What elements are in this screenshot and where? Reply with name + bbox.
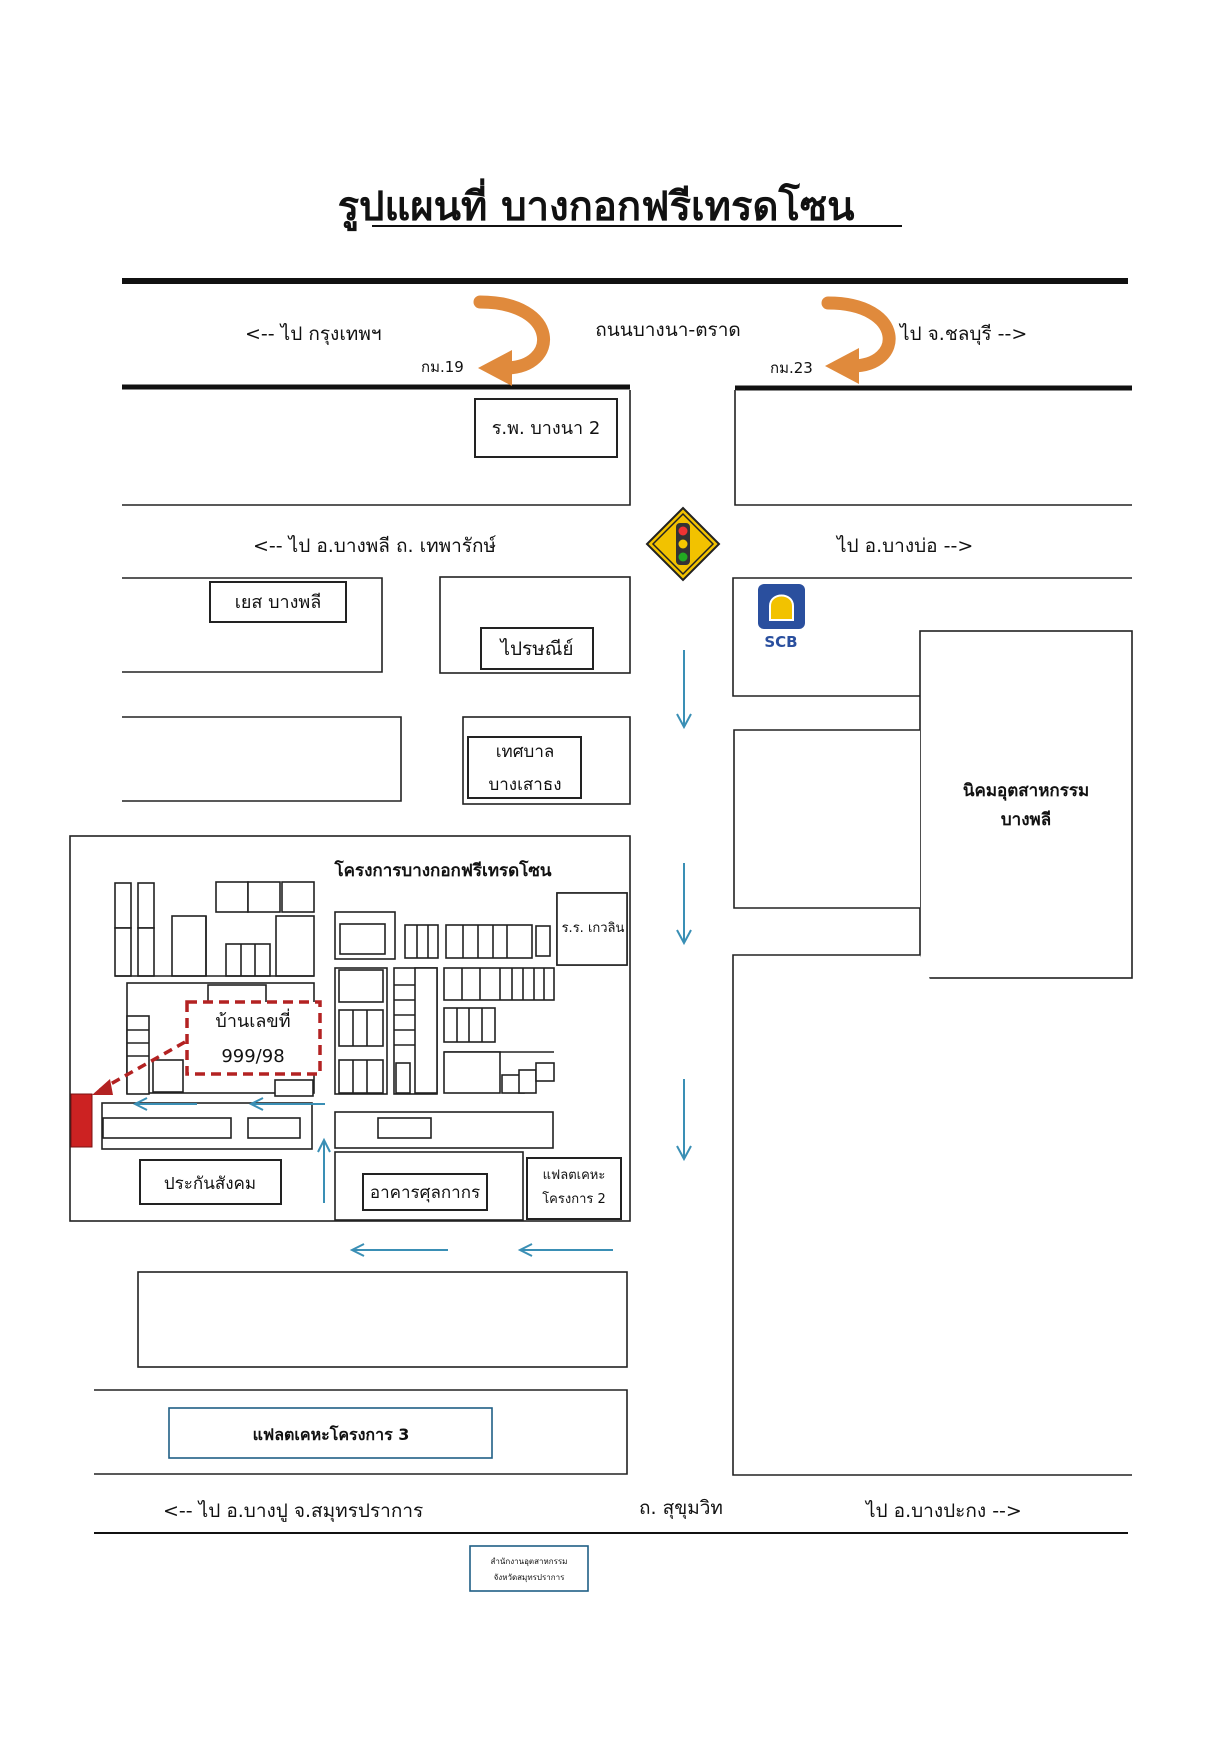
flow-arrow-icon (248, 1097, 325, 1111)
house-label: บ้านเลขที่ (215, 1008, 290, 1032)
direction-left-bangphli: <-- ไป อ.บางพลี ถ. เทพารักษ์ (253, 535, 496, 557)
industrial-estate-box (919, 630, 1133, 979)
block-south-1 (137, 1271, 628, 1368)
flow-arrow-icon (676, 1079, 692, 1162)
flow-arrow-icon (676, 863, 692, 946)
km-marker-23: กม.23 (770, 359, 813, 377)
block-ne (734, 390, 1132, 506)
block-west-2 (122, 716, 402, 802)
flat3-label: แฟลตเคหะโครงการ 3 (253, 1424, 410, 1444)
industrial-estate-label-line1: นิคมอุตสาหกรรม (963, 781, 1089, 801)
municipality-label-line1: เทศบาล (496, 742, 555, 762)
stamp-line1: สำนักงานอุตสาหกรรม (491, 1557, 568, 1566)
stamp-line2: จังหวัดสมุทรปราการ (494, 1573, 565, 1582)
flow-arrow-icon (676, 650, 692, 730)
direction-right-bangbo: ไป อ.บางบ่อ --> (835, 535, 973, 557)
industrial-estate-label-line2: บางพลี (1001, 809, 1051, 830)
block-east-3 (732, 954, 1132, 1476)
post-office-box (480, 627, 594, 670)
hospital-box (474, 398, 618, 458)
flow-arrow-icon (317, 1137, 331, 1203)
direction-right-chonburi: ไป จ.ชลบุรี --> (898, 323, 1027, 346)
social-security-label: ประกันสังคม (164, 1174, 256, 1194)
house-pointer-arrowhead (92, 1079, 113, 1095)
traffic-light-icon (645, 506, 721, 582)
u-turn-arrow-icon (821, 296, 896, 384)
road-name-bangna-trad: ถนนบางนา-ตราด (595, 319, 741, 341)
house-number: 999/98 (221, 1046, 284, 1067)
municipality-label-line2: บางเสาธง (488, 775, 561, 795)
municipality-box (467, 736, 582, 799)
flat2-label-line2: โครงการ 2 (542, 1191, 606, 1207)
km-marker-19: กม.19 (421, 358, 464, 376)
school-label: ร.ร. เกวลิน (562, 921, 625, 936)
project-buildings (101, 881, 628, 1221)
flow-arrow-icon (517, 1243, 613, 1257)
scb-logo-text: SCB (764, 633, 797, 651)
road-name-sukhumvit: ถ. สุขุมวิท (639, 1497, 723, 1520)
direction-left-bangkok: <-- ไป กรุงเทพฯ (245, 323, 382, 346)
house-pointer-line (99, 1040, 186, 1092)
map-title: รูปแผนที่ บางกอกฟรีเทรดโซน (338, 178, 855, 231)
customs-building-label: อาคารศุลกากร (370, 1183, 480, 1203)
office-stamp (469, 1545, 589, 1592)
flat2-label-line1: แฟลตเคหะ (543, 1168, 606, 1183)
flow-arrow-icon (349, 1243, 448, 1257)
post-office-label: ไปรษณีย์ (498, 638, 573, 660)
house-callout (185, 1000, 322, 1076)
block-east-2 (733, 729, 920, 909)
direction-left-bangpu: <-- ไป อ.บางปู จ.สมุทรปราการ (163, 1500, 423, 1523)
flat3-box (168, 1407, 493, 1459)
hospital-label: ร.พ. บางนา 2 (492, 418, 601, 439)
u-turn-arrow-icon (473, 295, 551, 386)
flow-arrow-icon (132, 1097, 197, 1111)
destination-marker-icon (70, 1093, 93, 1148)
school-box (556, 892, 628, 966)
direction-right-bangpakong: ไป อ.บางปะกง --> (864, 1500, 1022, 1522)
project-label: โครงการบางกอกฟรีเทรดโซน (334, 860, 552, 881)
scb-logo-icon: SCB (758, 584, 805, 651)
yes-bangphli-label: เยส บางพลี (235, 592, 322, 613)
yes-bangphli-box (209, 581, 347, 623)
